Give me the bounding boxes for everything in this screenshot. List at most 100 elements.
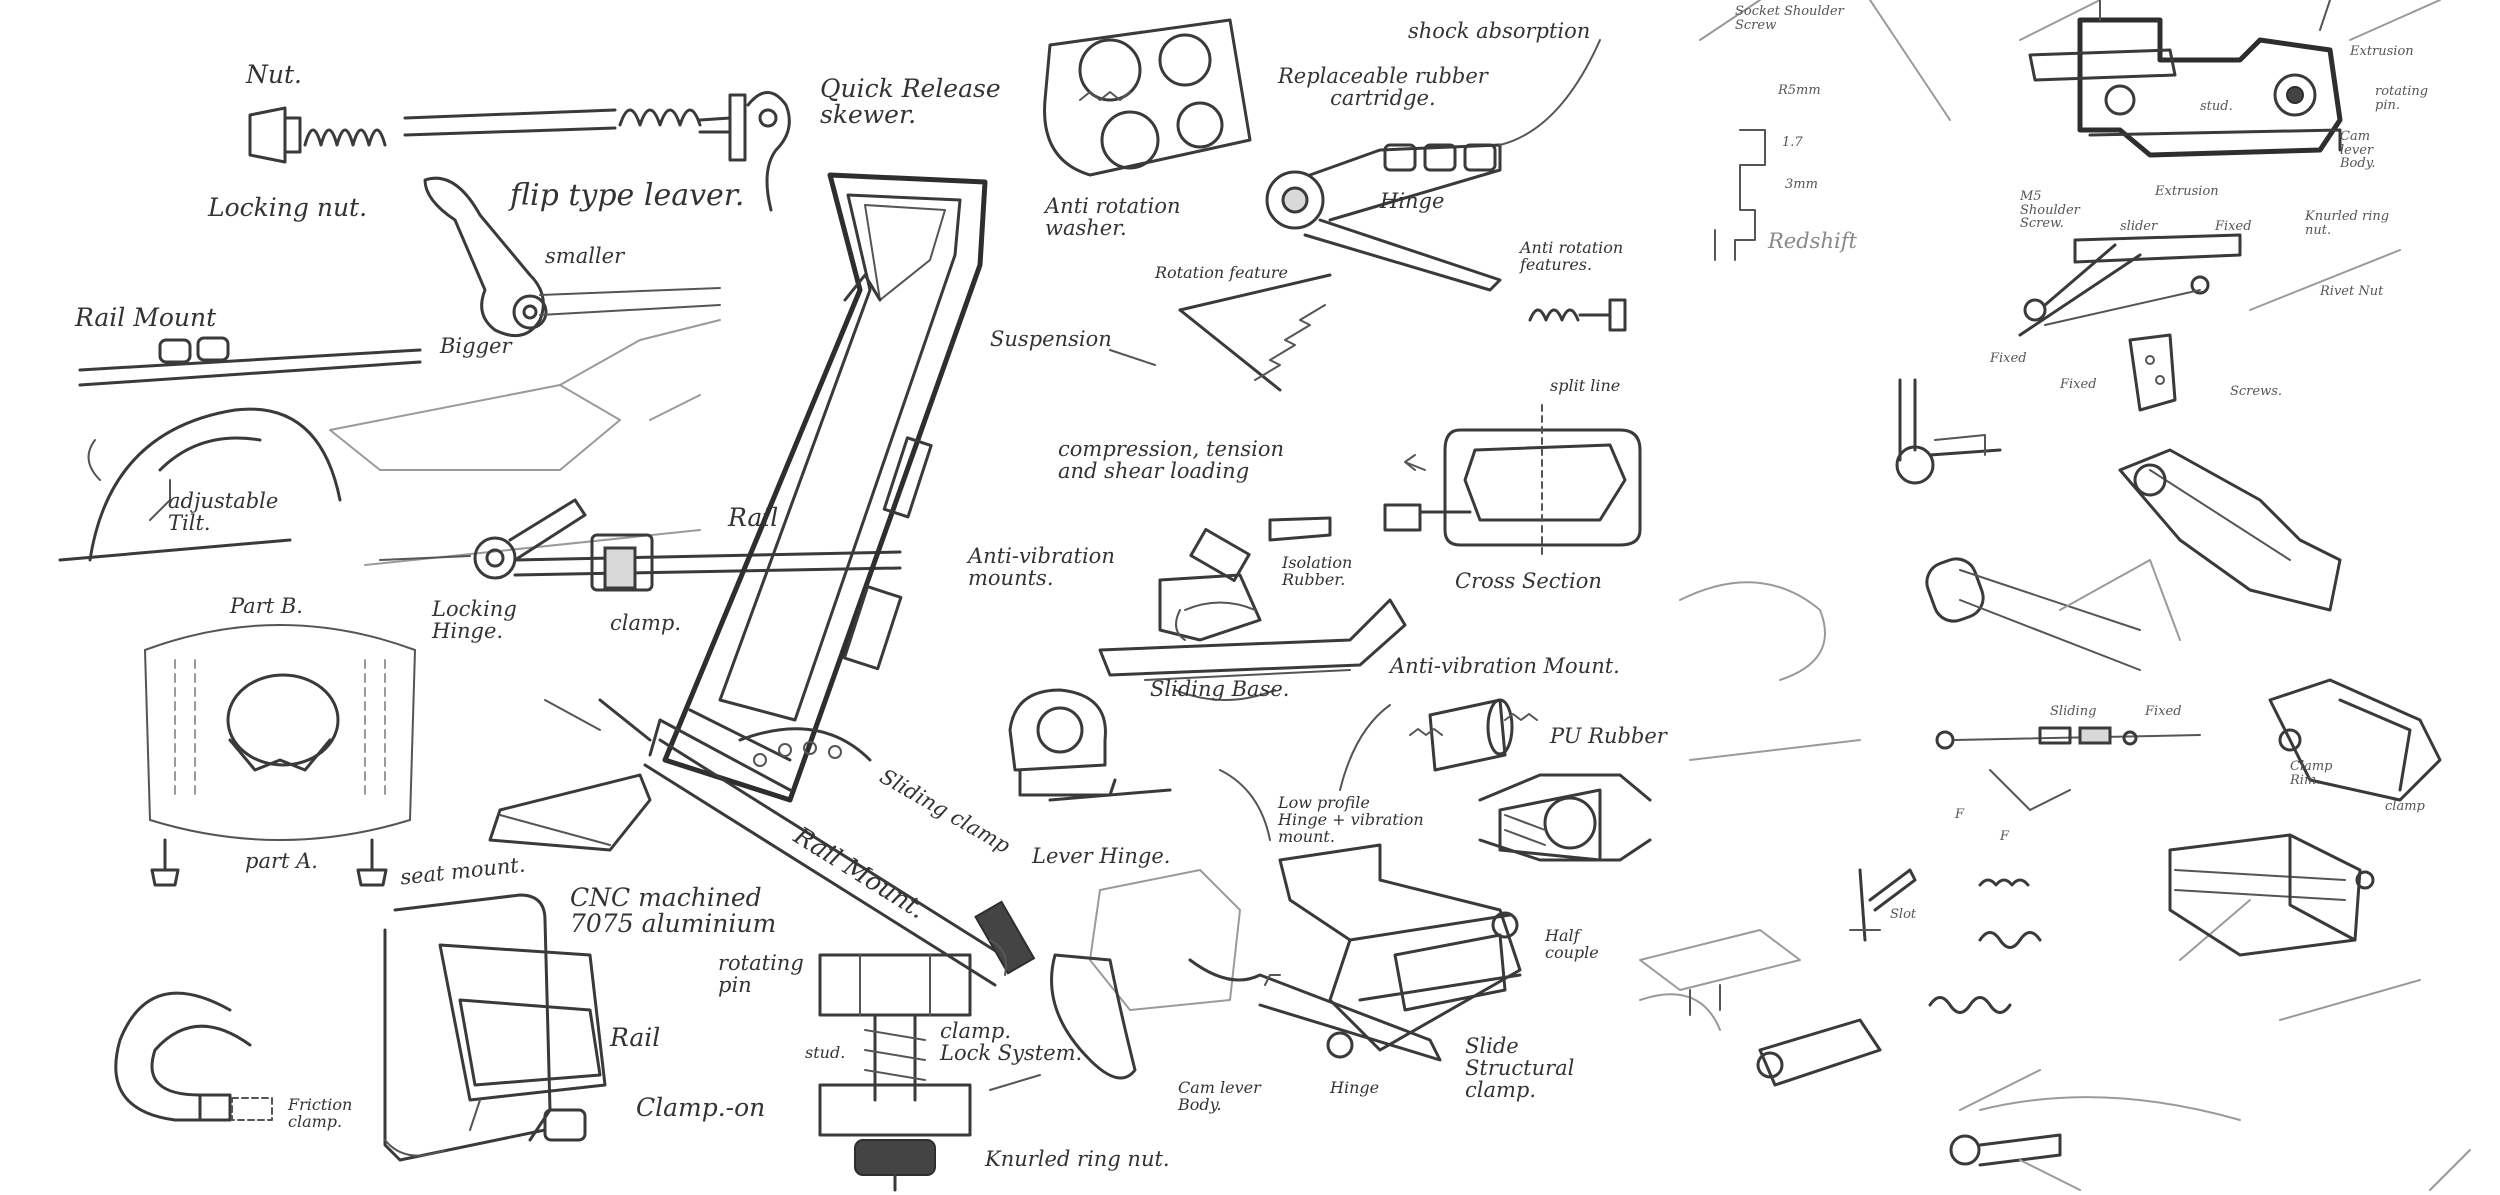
label-adjustable-tilt: adjustable Tilt. [168,489,279,536]
label-quick-release-skewer: Quick Release skewer. [820,74,1001,130]
label-sliding-base: Sliding Base. [1150,677,1290,701]
label-shock-absorption: shock absorption [1408,19,1591,43]
label-nut: Nut. [246,60,302,89]
label-slide-structural: Slide Structural clamp. [1465,1034,1575,1103]
quick-release-skewer-drawing [248,91,791,212]
label-anti-rotation-features: Anti rotation features. [1520,238,1624,274]
small-hinge-right [1895,378,2002,485]
label-rivet-nut: Rivet Nut [2320,284,2384,299]
sliding-fixed-right [1935,726,2201,811]
rail-mount-drawing [58,336,422,562]
flip-lever-drawing [423,176,721,338]
label-rotation-feature: Rotation feature [1155,263,1288,282]
label-clamp-lock: clamp. Lock System. [940,1019,1083,1066]
lever-hinge-drawing [1008,688,1172,802]
label-clamp-left: clamp. [610,611,682,635]
box-sketch-right [2168,833,2375,957]
squiggle-sketches [1928,878,2042,1014]
label-cross-section: Cross Section [1455,569,1602,593]
label-bigger: Bigger [440,334,512,358]
label-clamp-rim: Clamp Rim. [2290,759,2333,788]
label-clamp-right: clamp [2385,799,2425,814]
label-cam-lever-body: Cam lever Body. [1178,1078,1261,1114]
label-slider-top: slider [2120,219,2158,234]
cam-lever-mechanism-right [2028,0,2343,158]
clamp-lock-drawing [818,939,1041,1192]
label-suspension: Suspension [990,327,1112,351]
cross-section-drawing [1383,404,1642,556]
label-stud-right: stud. [2200,99,2233,114]
angled-bracket-right [2118,448,2342,612]
label-dim-17: 1.7 [1782,135,1803,150]
label-extrusion-mid: Extrusion [2155,184,2219,199]
locking-hinge-drawing [379,498,902,592]
label-rail-bottom: Rail [610,1023,661,1052]
label-part-a: part A. [245,849,318,873]
label-isolation-rubber: Isolation Rubber. [1282,553,1353,589]
label-anti-vibration-mount: Anti-vibration Mount. [1390,654,1620,678]
faint-hinge-sketch [329,319,721,566]
right-sketch-sheet [1639,0,2471,1191]
label-low-profile: Low profile Hinge + vibration mount. [1278,793,1424,846]
label-stud-left: stud. [805,1043,846,1062]
anti-vibration-mount-drawing [1339,698,1538,791]
suspension-drawing [1109,273,1332,392]
label-socket-shoulder: Socket Shoulder Screw [1735,4,1844,33]
label-flip-type-leaver: flip type leaver. [510,178,745,213]
label-part-b: Part B. [230,594,303,618]
cylinder-linkage-right [1925,557,2181,671]
part-a-b-drawing [144,624,416,887]
bottom-hinge-right [1639,929,1882,1087]
label-fixed-top: Fixed [2215,219,2252,234]
label-rotating-pin-left: rotating pin [718,951,804,998]
label-slot: Slot [1890,907,1917,922]
slot-linkage-right [1849,868,1917,942]
label-anti-vibration-mounts: Anti-vibration mounts. [968,544,1115,591]
label-rotating-pin-right: rotating pin. [2375,84,2429,113]
label-screws: Screws. [2230,384,2283,399]
label-rail-mount-top: Rail Mount [75,303,217,332]
label-smaller: smaller [545,244,625,268]
bottom-center-hinge-right [1949,1069,2081,1191]
label-locking-nut: Locking nut. [208,193,368,222]
label-redshift: Redshift [1768,229,1857,253]
label-compression: compression, tension and shear loading [1058,437,1285,484]
label-friction-clamp: Friction clamp. [288,1095,353,1131]
label-r5mm: R5mm [1778,83,1821,98]
label-dim-3mm: 3mm [1785,177,1818,192]
label-rail-left: Rail [728,503,779,532]
label-fixed-left: Fixed [1990,351,2027,366]
label-hinge-top: Hinge [1380,189,1445,213]
label-fixed-bottom: Fixed [2060,377,2097,392]
label-hinge-bottom: Hinge [1330,1078,1380,1097]
label-anti-rotation-washer: Anti rotation washer. [1045,194,1181,241]
label-knurled-ring-nut-right: Knurled ring nut. [2305,209,2390,238]
wedge-drawing [488,773,652,852]
label-cnc-machined: CNC machined 7075 aluminium [570,883,777,939]
label-locking-hinge: Locking Hinge. [432,597,517,644]
anti-rotation-spring [1528,298,1627,332]
label-split-line: split line [1550,376,1621,395]
label-clamp-on: Clamp.-on [636,1093,766,1122]
pu-rubber-section [1478,773,1652,862]
shock-cartridge-drawing [1043,18,1252,177]
label-f1: F [1955,807,1965,822]
label-pu-rubber: PU Rubber [1550,724,1667,748]
hinge-cartridge-drawing [1265,39,1601,292]
label-extrusion-right: Extrusion [2350,44,2414,59]
label-fixed-mid: Fixed [2145,704,2182,719]
label-knurled-ring-nut: Knurled ring nut. [985,1147,1170,1171]
label-replaceable-rubber: Replaceable rubber cartridge. [1278,64,1488,111]
label-cam-lever-body-right: Cam lever Body. [2340,129,2376,172]
dimension-sketch [1714,129,1766,261]
sliding-base-drawing [1098,516,1407,701]
seat-post-drawing [544,172,1036,987]
label-half-couple: Half couple [1545,926,1599,962]
label-m5-shoulder: M5 Shoulder Screw. [2020,189,2080,232]
label-sliding-mid: Sliding [2050,704,2097,719]
clamp-rim-right [2268,678,2442,802]
slider-linkage-right [2018,233,2242,412]
label-f2: F [2000,829,2010,844]
